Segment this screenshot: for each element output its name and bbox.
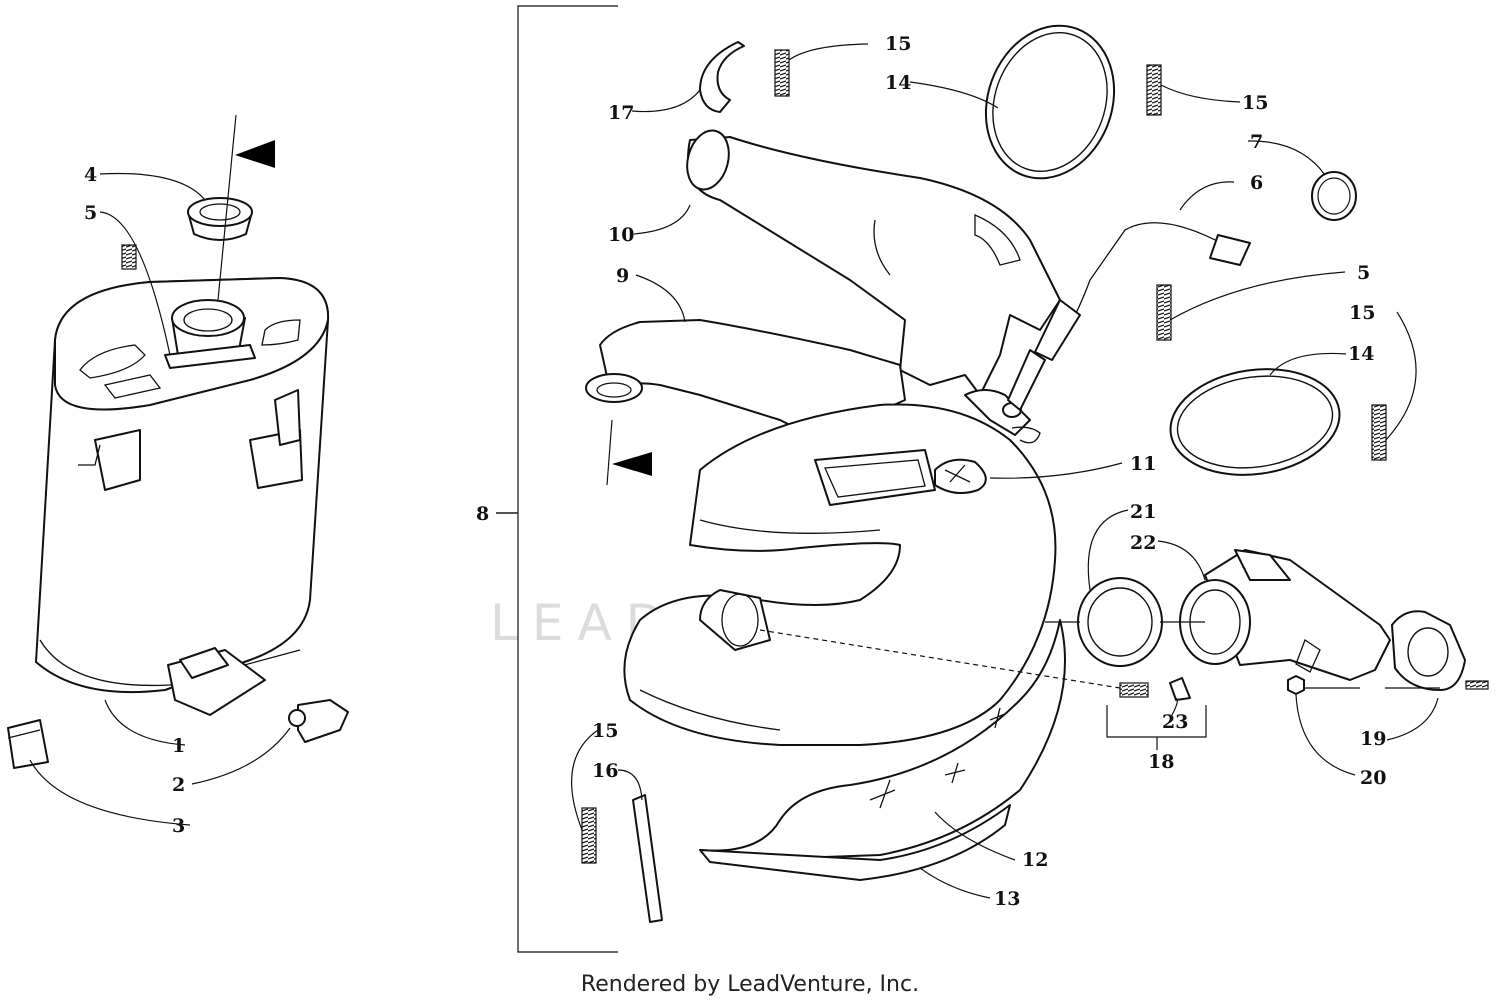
callout-3: 3 [172,815,185,837]
clamp-small-right [1311,171,1357,221]
heat-shield-upper [686,129,1061,396]
springs-15 [581,49,1387,864]
rubber-isolator-right [288,699,349,743]
assembly-dashed-line [759,629,1121,689]
callout-8: 8 [476,503,489,525]
bracket-mount [964,389,1041,444]
callout-13: 13 [994,888,1020,910]
callout-23: 23 [1162,711,1188,733]
spring-bottom [1119,677,1191,701]
callout-20: 20 [1360,767,1386,789]
grommet-ring [187,197,253,241]
callout-6: 6 [1250,172,1263,194]
clamp-band-small-top [699,41,745,113]
heat-shield-bottom-strip [699,804,1011,881]
callout-16: 16 [592,760,618,782]
callout-22: 22 [1130,532,1156,554]
leader-lines [29,43,1439,899]
callout-9: 9 [616,265,629,287]
callout-15-bottom: 15 [592,720,618,742]
exhaust-manifold [1179,549,1391,681]
insulation-patch [934,458,987,495]
callout-15-top-left: 15 [885,33,911,55]
callout-14-top: 14 [885,72,911,94]
callout-5-right: 5 [1357,262,1370,284]
callout-15-top-right: 15 [1242,92,1268,114]
manifold-gasket [1391,610,1466,691]
footer-credit: Rendered by LeadVenture, Inc. [580,972,920,997]
callout-14-right: 14 [1348,343,1374,365]
assembly-bracket [517,5,618,953]
clamp-band-large-right [1169,368,1341,476]
coupler-ring [1077,577,1163,667]
muffler-bracket-left [78,429,141,491]
expansion-chamber [623,403,1057,746]
muffler-outlet-flange [164,299,256,369]
heat-shield-lower [699,619,1066,861]
head-pipe [585,319,906,441]
spring-small-left [121,244,137,270]
callout-1: 1 [172,735,185,757]
callout-4: 4 [84,164,97,186]
callout-5-left: 5 [84,202,97,224]
muffler-bracket-right [249,389,303,489]
reference-arrow-center [612,452,652,476]
callout-11: 11 [1130,453,1156,475]
callout-7: 7 [1250,131,1263,153]
callout-2: 2 [172,774,185,796]
callout-12: 12 [1022,849,1048,871]
callout-10: 10 [608,224,634,246]
protective-strip [632,794,663,923]
clamp-band-large-top [984,24,1116,180]
rubber-isolator-left [7,719,49,769]
callout-19: 19 [1360,728,1386,750]
callout-17: 17 [608,102,634,124]
exhaust-sensor [1007,222,1251,411]
stud [1465,680,1489,690]
callout-18: 18 [1148,751,1174,773]
callout-15-right: 15 [1349,302,1375,324]
reference-arrow-top [235,140,275,168]
callout-21: 21 [1130,501,1156,523]
muffler-mount-bracket [167,647,266,716]
nut [1287,675,1305,695]
